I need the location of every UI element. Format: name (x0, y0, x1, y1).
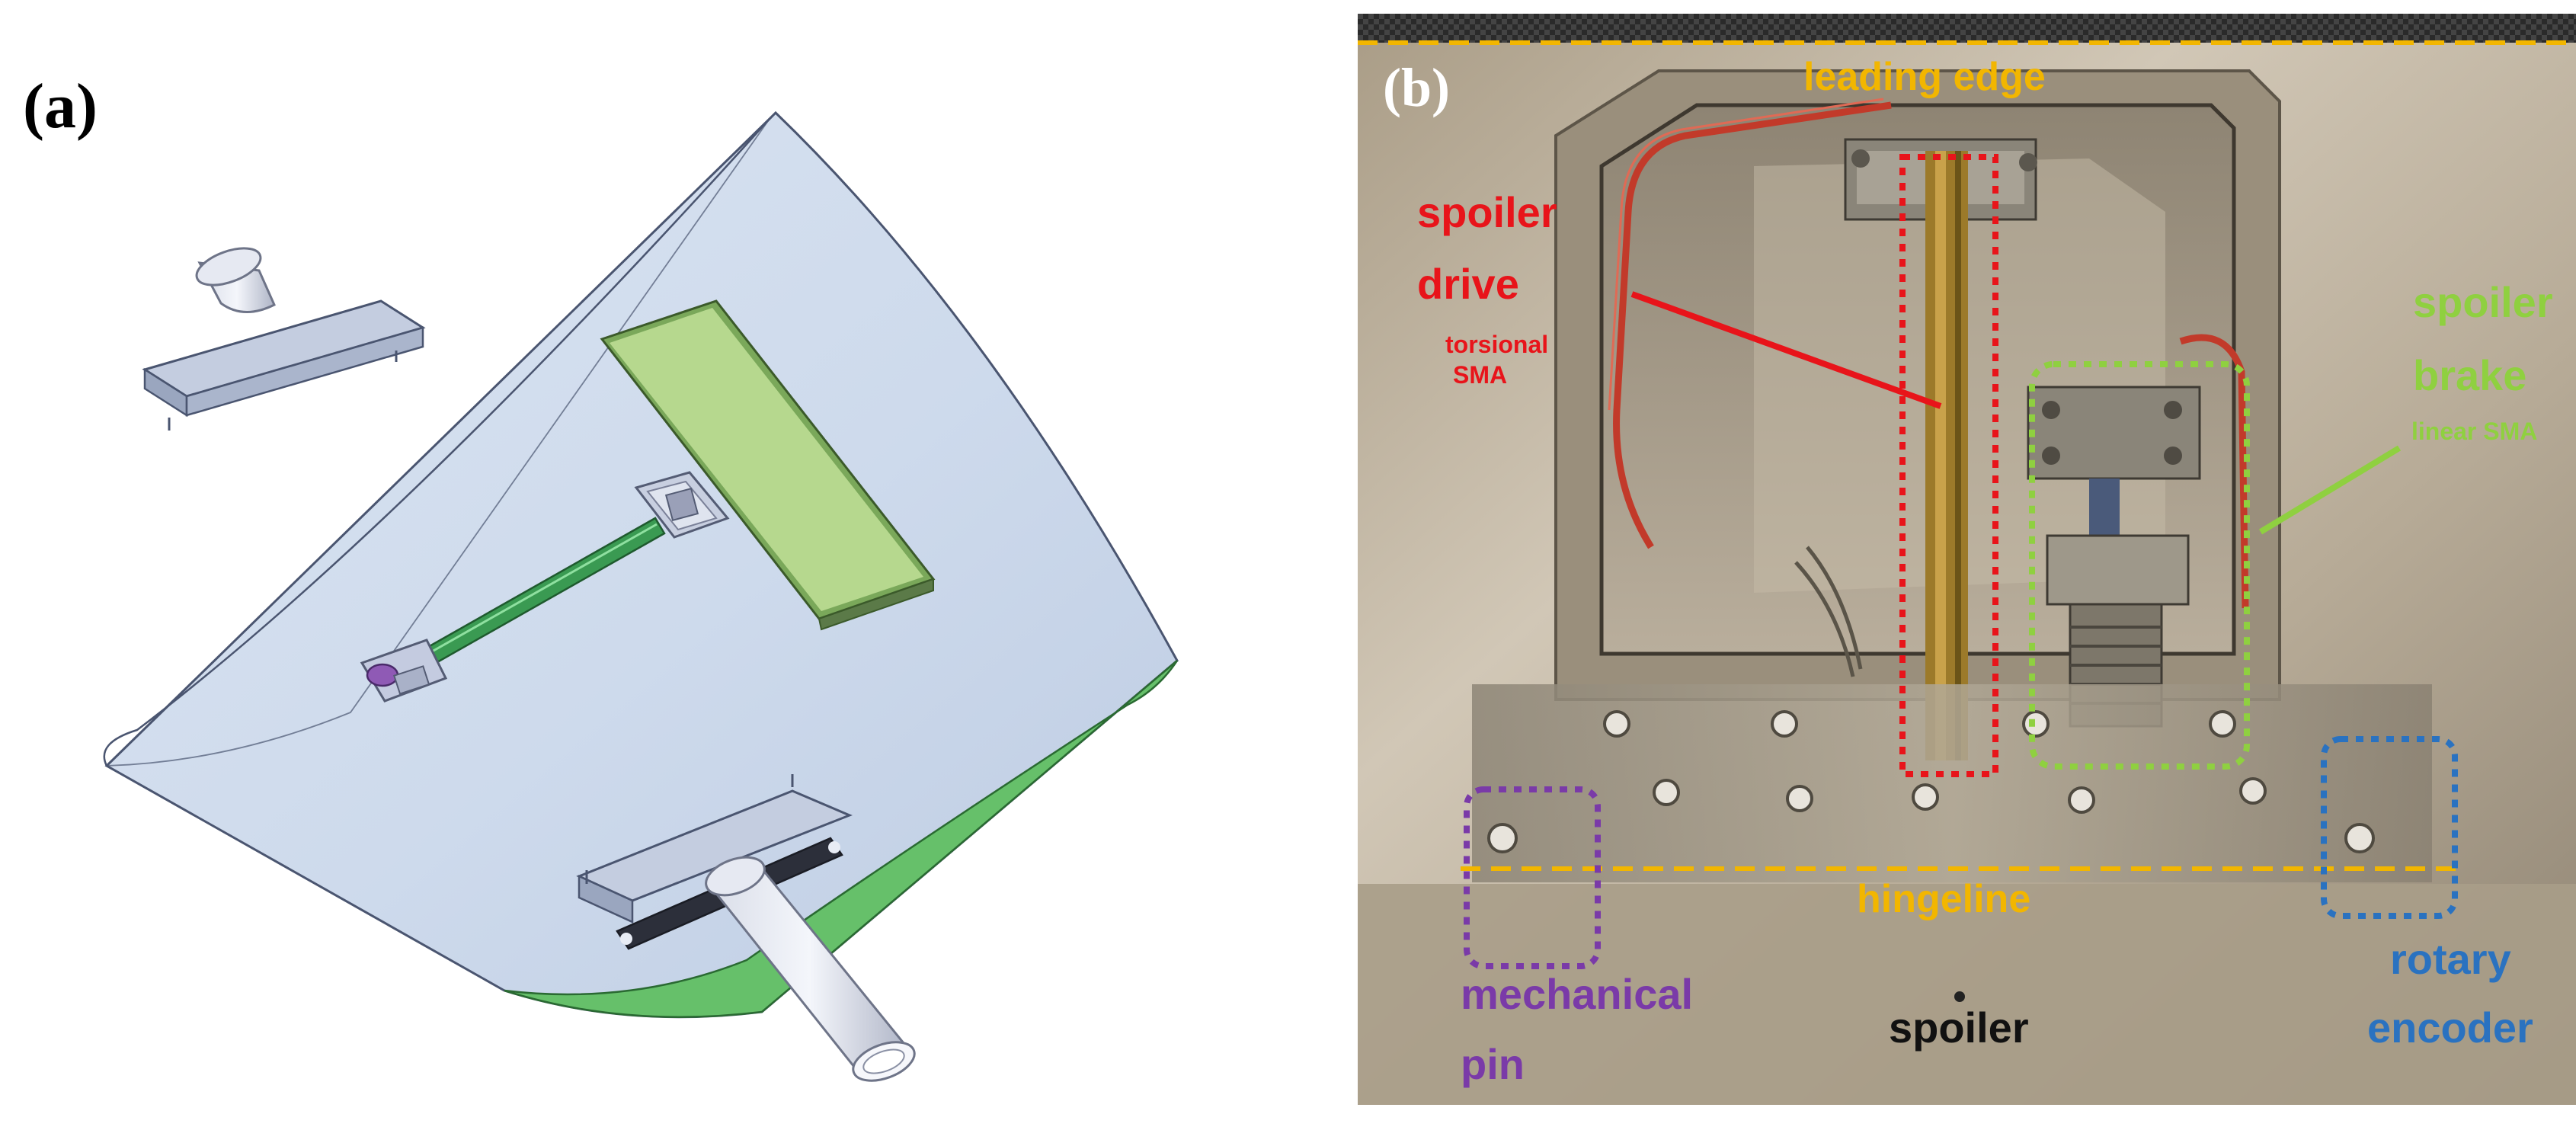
spoiler-brake-box (2029, 361, 2250, 770)
panel-a: (a) (23, 71, 1179, 1082)
spoiler-brake-sublabel: linear SMA (2411, 418, 2538, 445)
rotary-encoder-label-1: rotary (2390, 935, 2511, 983)
root-airfoil-outline (103, 118, 770, 767)
spoiler-plate (600, 299, 936, 631)
spoiler-brake-label-2: brake (2413, 351, 2527, 399)
carbon-strip (1358, 14, 2576, 43)
mechanical-pin-label-2: pin (1461, 1040, 1525, 1088)
spoiler-drive-label-2: drive (1417, 260, 1519, 308)
panel-a-letter: (a) (23, 71, 98, 142)
rotary-encoder-label-2: encoder (2367, 1004, 2533, 1052)
panel-b-letter: (b) (1383, 57, 1450, 118)
lower-shaft (705, 856, 916, 1082)
hinge-flange (1472, 684, 2432, 882)
spoiler-surface (1358, 884, 2576, 1105)
spoiler-brake-label-1: spoiler (2413, 278, 2553, 326)
shaft-clamp (360, 639, 448, 703)
torsional-sma-rod (1925, 151, 1968, 760)
spoiler-label: spoiler (1889, 1004, 2029, 1052)
trailing-edge-section (504, 660, 1179, 1018)
spoiler-brake-leader (2258, 445, 2402, 535)
drive-coupling (634, 471, 730, 539)
wire-left (1613, 101, 1892, 549)
spoiler-drive-label-1: spoiler (1417, 188, 1557, 236)
mechanical-pin-label-1: mechanical (1461, 970, 1694, 1018)
upper-hinge-bracket (142, 299, 426, 431)
spoiler-drive-leader (1630, 291, 1942, 409)
spoiler-drive-sublabel-1: torsional (1445, 331, 1549, 358)
panel-b-photo: (b) leading edge spoiler drive torsional… (1358, 14, 2576, 1105)
wing-cad-drawing (103, 110, 1179, 1082)
hingeline-label: hingeline (1857, 877, 2031, 921)
upper-shaft (195, 247, 276, 313)
leading-edge-label: leading edge (1803, 55, 2046, 99)
mechanical-pin-box (1464, 786, 1601, 969)
flange-holes (1487, 710, 2375, 853)
spoiler-drive-sublabel-2: SMA (1453, 361, 1508, 389)
spoiler-drive-box (1899, 154, 1998, 777)
spoiler-module-photo (1358, 14, 2576, 1105)
rotary-encoder-box (2321, 736, 2458, 919)
spoiler-dot (1954, 991, 1965, 1002)
